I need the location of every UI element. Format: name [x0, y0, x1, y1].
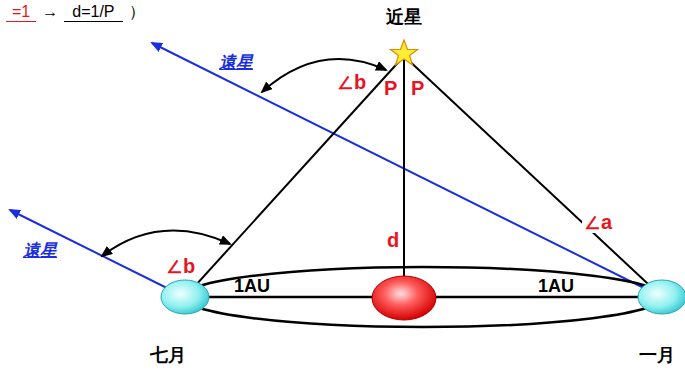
star-name: 近星: [386, 7, 422, 27]
far-star-line: [10, 210, 185, 297]
near-star: [391, 40, 418, 65]
earth: [161, 280, 209, 314]
sight-line: [404, 56, 662, 297]
angle-label: ∠b: [337, 71, 366, 93]
month-label: 七月: [150, 345, 186, 365]
star-name: 遠星: [219, 53, 253, 72]
earth-orbit: [183, 267, 663, 327]
sun: [372, 276, 436, 320]
parallax-label: P: [384, 77, 397, 99]
angle-arc: [102, 231, 230, 256]
arrow-sign: →: [42, 3, 58, 21]
formula-row: =1 → d=1/P ）: [6, 2, 145, 23]
parallax-label: P: [411, 77, 424, 99]
angle-label: ∠b: [166, 255, 195, 277]
formula-blank: =1: [6, 3, 36, 22]
angle-label: ∠a: [582, 211, 614, 233]
bracket: ）: [129, 2, 145, 23]
sight-line: [185, 56, 404, 297]
star-name: 遠星: [23, 241, 57, 260]
distance-label: 1AU: [538, 277, 574, 295]
distance-label: 1AU: [234, 277, 270, 295]
formula-blank: d=1/P: [64, 3, 122, 22]
distance-label: d: [385, 229, 401, 251]
earth: [638, 280, 685, 314]
far-star-line: [152, 43, 662, 297]
angle-arc: [262, 59, 386, 92]
month-label: 一月: [639, 345, 675, 365]
distance-line: [403, 56, 405, 297]
